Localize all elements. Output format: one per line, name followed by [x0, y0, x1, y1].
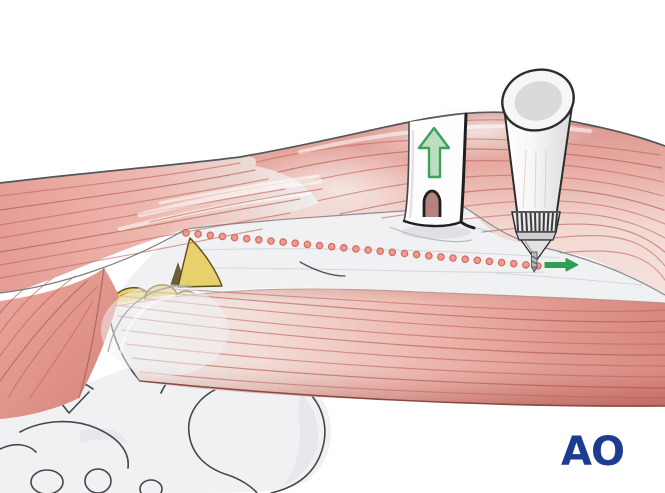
lower-muscle-outline — [139, 380, 665, 407]
handle-top-opening — [514, 81, 563, 121]
incision-dot — [364, 246, 372, 254]
muscle-silhouette-outline — [0, 111, 665, 184]
obturator-hole — [139, 479, 163, 493]
gluteal-fill — [0, 268, 119, 419]
incision-dot — [522, 261, 530, 269]
incision-dot — [376, 247, 385, 256]
incision-dotted-line — [182, 229, 542, 270]
incision-dot — [254, 236, 263, 244]
drill-instrument — [501, 68, 575, 273]
drill-bit — [520, 239, 552, 273]
incision-dot — [352, 245, 360, 253]
incision-dot — [473, 256, 482, 265]
fat-wedge — [177, 237, 223, 288]
drill-chuck — [511, 211, 561, 241]
incision-dot — [485, 257, 494, 266]
marking-direction-arrow-right-icon — [544, 258, 579, 272]
incision-dot — [339, 244, 348, 252]
incision-dot — [218, 232, 227, 241]
retraction-arrow-up-icon — [417, 126, 451, 179]
tensor-muscle — [0, 156, 323, 294]
incision-dot — [437, 253, 445, 261]
incision-dot — [206, 231, 215, 240]
incision-dot — [315, 241, 324, 250]
incision-dot — [303, 240, 312, 249]
incision-dot — [400, 249, 409, 258]
incision-dot — [242, 234, 251, 243]
incision-dot — [497, 258, 506, 267]
obturator-hole — [30, 469, 64, 493]
fascia-strip-band — [389, 112, 476, 243]
incision-dot — [267, 237, 275, 245]
strap-slot-hole — [422, 189, 442, 217]
ao-logo: AO — [561, 429, 624, 475]
obturator-hole — [84, 468, 112, 493]
trochanter-ridge-line — [299, 261, 346, 277]
drill-handle — [501, 68, 575, 212]
fascia-fill — [108, 205, 665, 308]
incision-dot — [412, 250, 421, 259]
incision-dot — [449, 254, 457, 262]
incision-dot — [461, 255, 470, 264]
lower-muscle-band — [107, 287, 665, 407]
incision-dot — [388, 248, 397, 257]
incision-dot — [230, 233, 239, 242]
incision-dot — [509, 259, 518, 268]
incision-dot — [194, 230, 202, 238]
incision-dot — [327, 242, 336, 251]
incision-dot — [291, 239, 300, 248]
incision-dot — [279, 238, 287, 246]
incision-dot — [424, 252, 433, 260]
incision-dot — [182, 229, 190, 237]
strap-shadow — [401, 225, 471, 239]
trochanteric-bursa — [101, 284, 229, 376]
